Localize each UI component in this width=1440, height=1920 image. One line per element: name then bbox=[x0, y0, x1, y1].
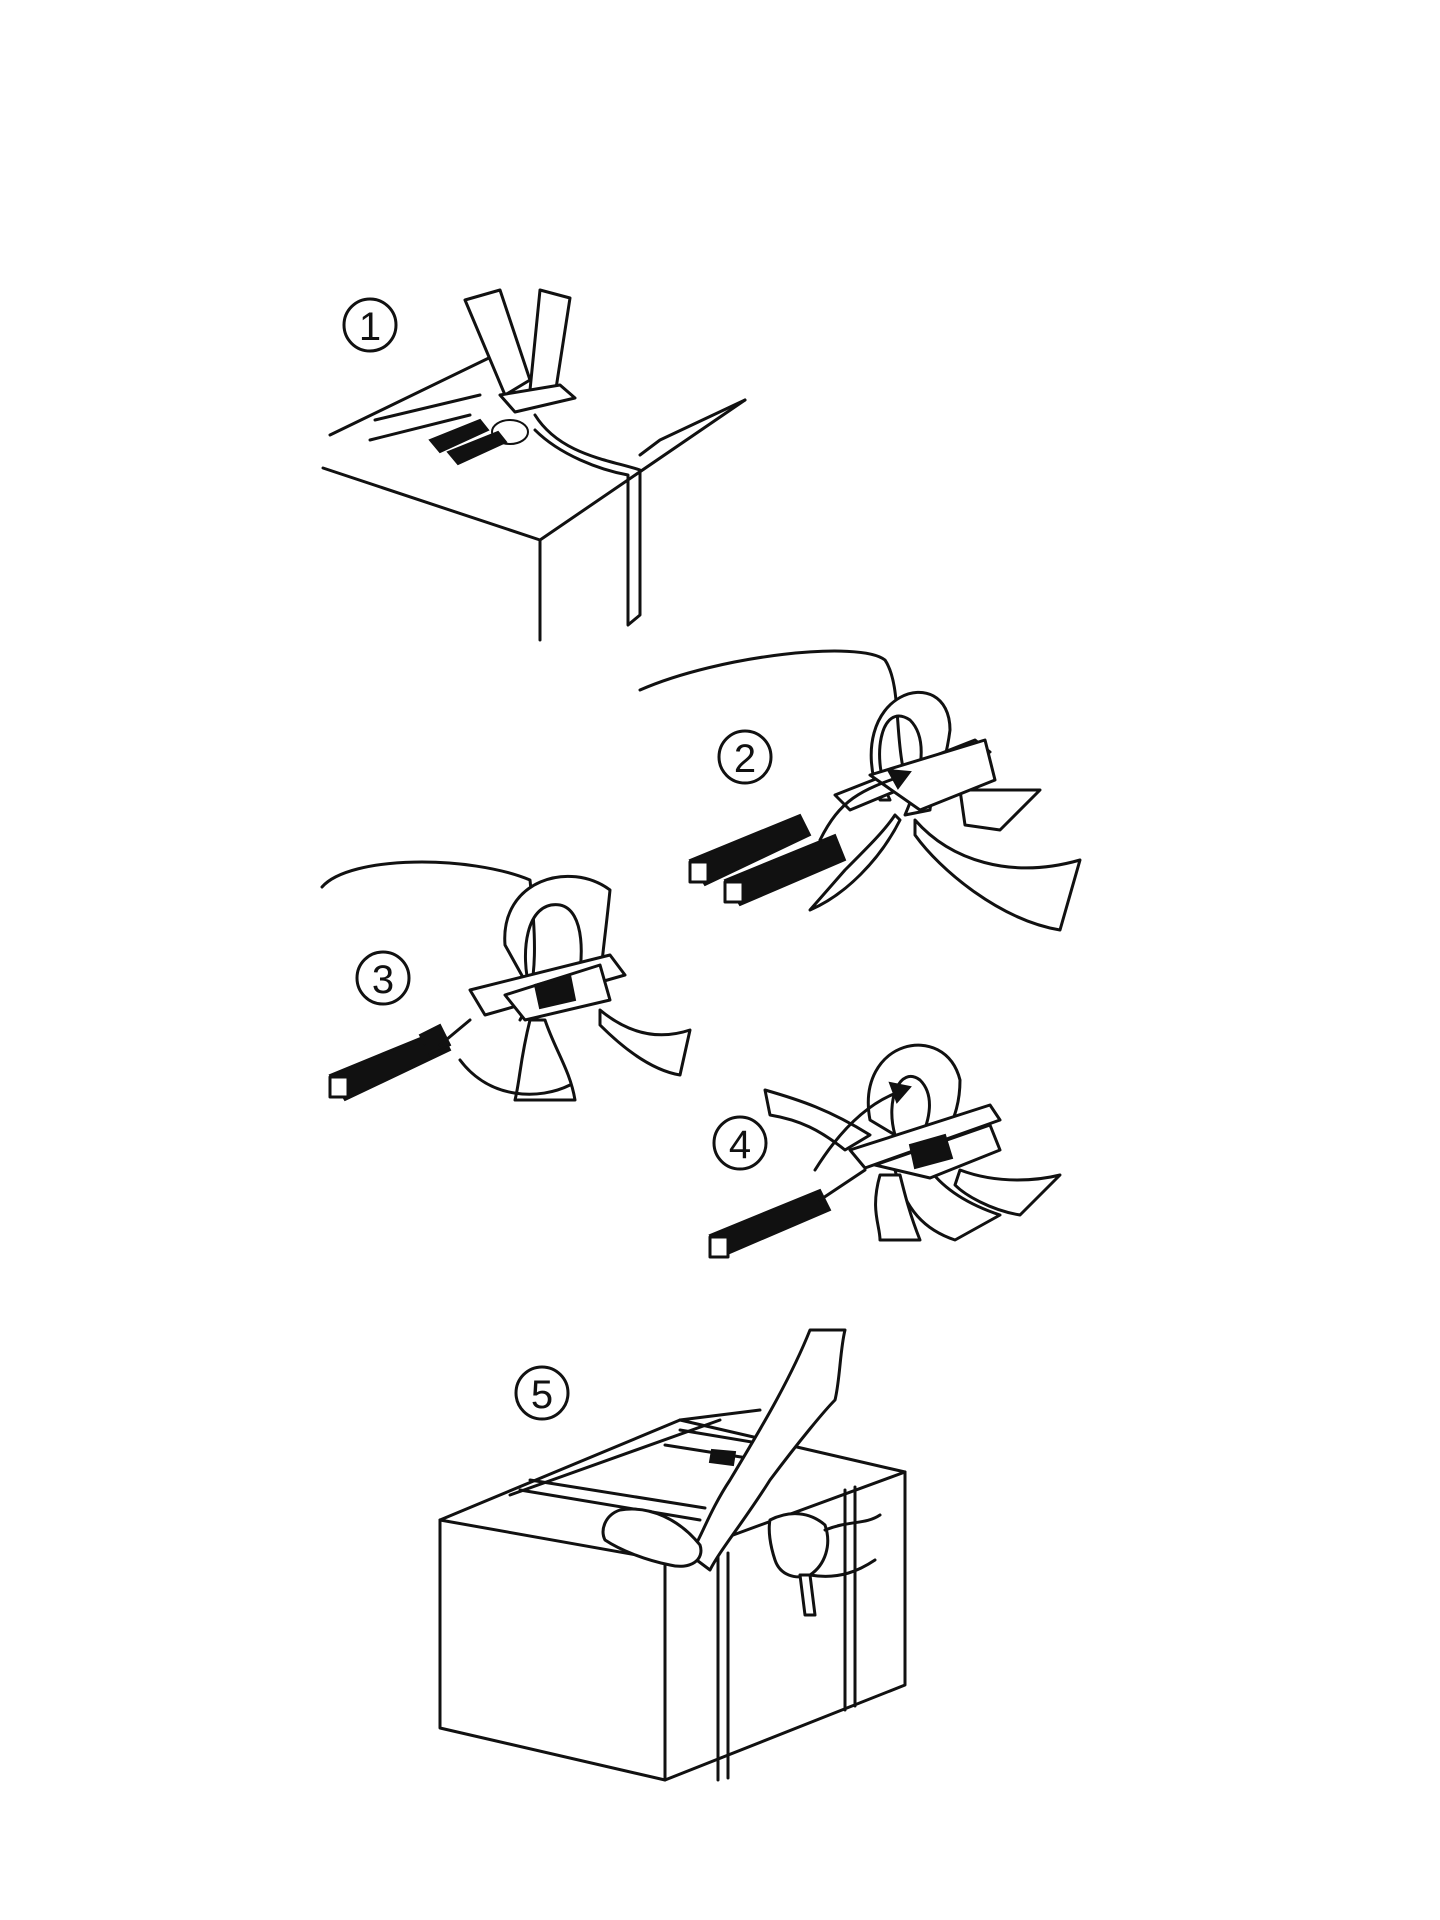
step-1-buckle bbox=[428, 383, 577, 466]
step-2-badge: 2 bbox=[717, 729, 773, 785]
step-4-badge: 4 bbox=[712, 1115, 768, 1171]
step-3: 3 bbox=[320, 860, 692, 1102]
step-4-tensioner bbox=[708, 1103, 1002, 1259]
step-4-number: 4 bbox=[729, 1123, 751, 1167]
step-3-number: 3 bbox=[372, 958, 394, 1002]
step-5-strap-front bbox=[716, 1551, 730, 1782]
step-4: 4 bbox=[708, 1043, 1062, 1259]
step-4-strap bbox=[763, 1043, 1062, 1242]
step-3-tensioner bbox=[328, 953, 627, 1102]
step-1-number: 1 bbox=[359, 305, 381, 349]
step-2-arrow bbox=[818, 768, 912, 842]
step-1-badge: 1 bbox=[342, 297, 398, 353]
step-3-badge: 3 bbox=[355, 950, 411, 1006]
step-2: 2 bbox=[638, 649, 1082, 932]
step-2-number: 2 bbox=[734, 737, 756, 781]
step-5-number: 5 bbox=[531, 1373, 553, 1417]
step-1-box-corner bbox=[321, 353, 747, 642]
step-1: 1 bbox=[321, 288, 747, 642]
step-2-strap bbox=[638, 649, 1082, 932]
step-1-strap bbox=[368, 288, 642, 627]
step-4-arrow bbox=[813, 1081, 912, 1172]
step-5-strap-side bbox=[843, 1485, 857, 1712]
step-5-arm-and-hands bbox=[601, 1328, 882, 1617]
step-5: 5 bbox=[438, 1328, 907, 1782]
step-2-tensioner bbox=[688, 738, 997, 907]
step-5-badge: 5 bbox=[514, 1365, 570, 1421]
step-5-box bbox=[438, 1408, 907, 1782]
